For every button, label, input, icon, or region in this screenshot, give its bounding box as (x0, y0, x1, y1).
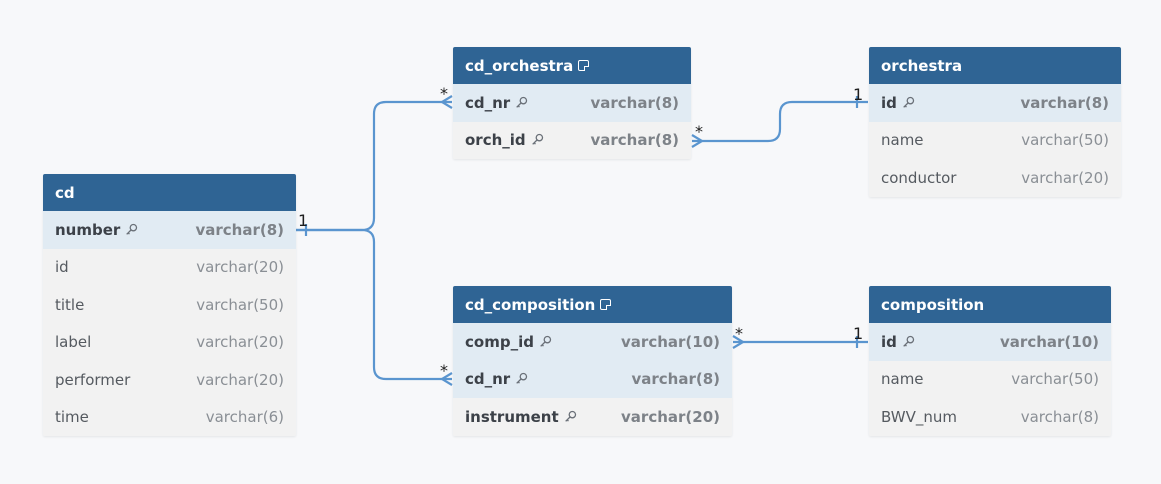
field-type: varchar(50) (1021, 131, 1109, 150)
table-cd-orchestra[interactable]: cd_orchestra cd_nr varchar(8) orch_id va… (453, 47, 691, 159)
table-header[interactable]: cd_orchestra (453, 47, 691, 84)
table-row[interactable]: performer varchar(20) (43, 361, 296, 399)
field-name: label (55, 333, 92, 352)
note-icon[interactable] (600, 299, 612, 310)
cardinality-label: * (695, 122, 703, 141)
field-name: id (881, 332, 897, 351)
field-type: varchar(8) (631, 370, 720, 389)
table-title: cd (55, 183, 75, 202)
table-row[interactable]: cd_nr varchar(8) (453, 84, 691, 122)
many-marker-cd-composition (439, 372, 453, 386)
table-row[interactable]: id varchar(20) (43, 248, 296, 286)
table-header[interactable]: cd (43, 174, 296, 211)
table-cd[interactable]: cd number varchar(8) id varchar(20) titl… (43, 174, 296, 436)
field-name: name (881, 370, 924, 389)
table-row[interactable]: cd_nr varchar(8) (453, 360, 732, 398)
many-marker-cd-orchestra (439, 95, 453, 109)
field-name: name (881, 131, 924, 150)
field-type: varchar(20) (196, 258, 284, 277)
table-header[interactable]: cd_composition (453, 286, 732, 323)
field-name: comp_id (465, 332, 534, 351)
table-title: cd_composition (465, 295, 596, 314)
field-name: title (55, 295, 85, 314)
cardinality-label: * (440, 84, 448, 103)
table-row[interactable]: number varchar(8) (43, 211, 296, 249)
link-orchestra-to-cd-orchestra (692, 100, 868, 143)
field-type: varchar(20) (1021, 168, 1109, 187)
field-name: orch_id (465, 131, 526, 150)
field-name: time (55, 408, 89, 427)
table-row[interactable]: BWV_num varchar(8) (869, 398, 1111, 436)
table-row[interactable]: id varchar(10) (869, 323, 1111, 361)
field-name: conductor (881, 168, 957, 187)
table-cd-composition[interactable]: cd_composition comp_id varchar(10) cd_nr… (453, 286, 732, 436)
table-header[interactable]: composition (869, 286, 1111, 323)
field-type: varchar(8) (1020, 93, 1109, 112)
key-icon (903, 335, 915, 347)
cardinality-label: 1 (853, 85, 863, 104)
table-row[interactable]: conductor varchar(20) (869, 159, 1121, 197)
table-header[interactable]: orchestra (869, 47, 1121, 84)
key-icon (516, 373, 528, 385)
table-orchestra[interactable]: orchestra id varchar(8) name varchar(50)… (869, 47, 1121, 197)
key-icon (126, 223, 138, 235)
table-row[interactable]: comp_id varchar(10) (453, 323, 732, 361)
link-cd-to-cd-orchestra (296, 100, 452, 232)
cardinality-label: * (440, 361, 448, 380)
field-name: id (55, 258, 69, 277)
field-type: varchar(50) (196, 295, 284, 314)
table-title: orchestra (881, 56, 963, 75)
table-composition[interactable]: composition id varchar(10) name varchar(… (869, 286, 1111, 436)
cardinality-label: 1 (298, 211, 308, 230)
field-type: varchar(20) (196, 333, 284, 352)
field-type: varchar(20) (196, 370, 284, 389)
table-row[interactable]: id varchar(8) (869, 84, 1121, 122)
field-type: varchar(8) (590, 131, 679, 150)
field-name: performer (55, 370, 131, 389)
field-type: varchar(20) (621, 407, 720, 426)
key-icon (516, 96, 528, 108)
table-row[interactable]: label varchar(20) (43, 323, 296, 361)
field-name: cd_nr (465, 370, 511, 389)
table-row[interactable]: name varchar(50) (869, 121, 1121, 159)
field-type: varchar(8) (1020, 407, 1099, 426)
cardinality-label: * (735, 324, 743, 343)
field-type: varchar(10) (1000, 332, 1099, 351)
field-name: number (55, 220, 121, 239)
table-row[interactable]: orch_id varchar(8) (453, 121, 691, 159)
note-icon[interactable] (578, 60, 590, 71)
field-type: varchar(50) (1011, 370, 1099, 389)
table-row[interactable]: time varchar(6) (43, 398, 296, 436)
field-name: instrument (465, 407, 559, 426)
key-icon (531, 134, 543, 146)
table-row[interactable]: instrument varchar(20) (453, 398, 732, 436)
field-name: id (881, 93, 897, 112)
field-type: varchar(8) (195, 220, 284, 239)
table-row[interactable]: title varchar(50) (43, 286, 296, 324)
field-type: varchar(10) (621, 332, 720, 351)
many-marker-cd-orchestra-orch (691, 134, 705, 148)
cardinality-label: 1 (853, 324, 863, 343)
many-marker-cd-composition-comp (732, 335, 746, 349)
field-type: varchar(6) (205, 408, 284, 427)
table-title: cd_orchestra (465, 56, 574, 75)
field-name: cd_nr (465, 93, 511, 112)
field-name: BWV_num (881, 407, 957, 426)
table-title: composition (881, 295, 985, 314)
key-icon (564, 410, 576, 422)
table-row[interactable]: name varchar(50) (869, 360, 1111, 398)
key-icon (540, 335, 552, 347)
link-cd-to-cd-composition (296, 228, 452, 381)
field-type: varchar(8) (590, 93, 679, 112)
key-icon (903, 96, 915, 108)
